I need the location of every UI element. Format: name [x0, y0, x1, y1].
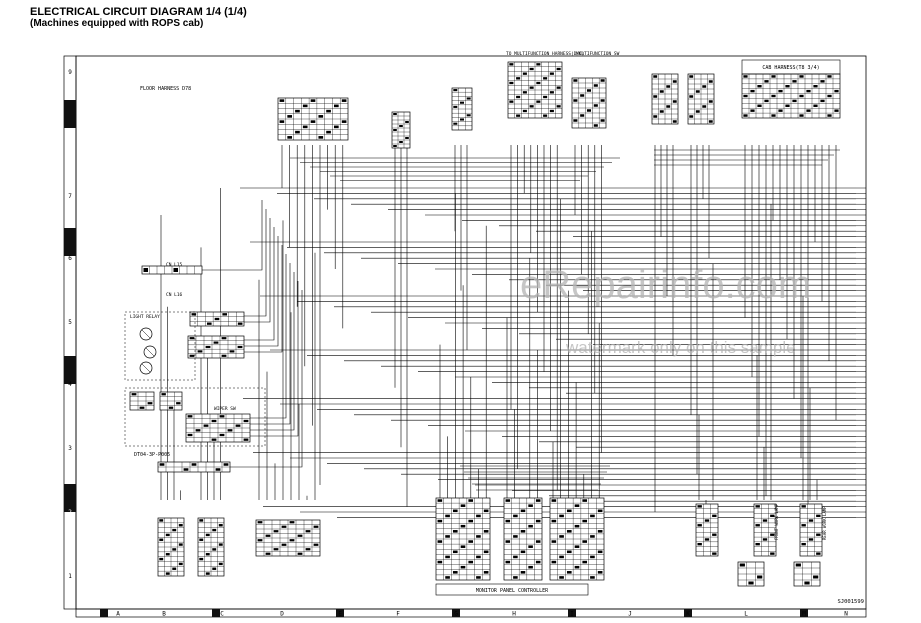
feeder-wire: [250, 272, 295, 431]
col-label-a: A: [116, 611, 120, 618]
connector-wiper-sw: [185, 413, 251, 443]
front-work-lamp-label: FRONT WORK LAMP: [774, 503, 779, 540]
col-label-n: N: [844, 611, 848, 618]
connector-light-switch: [187, 335, 245, 359]
connector-lamp-plug-1: [737, 561, 765, 587]
connector-cn-l15: [141, 265, 203, 275]
to-multifunction-label: TO MULTIFUNCTION HARNESS(D/C): [506, 51, 585, 57]
feeder-wire: [244, 236, 279, 347]
watermark-sub: watermark only on this sample: [565, 338, 796, 357]
connector-lamp-plug-2: [793, 561, 821, 587]
connector-cn-fr: [391, 111, 411, 149]
connector-bottom-1: [157, 517, 185, 577]
col-label-h: H: [512, 611, 516, 618]
connector-bottom-2: [197, 517, 225, 577]
row-label-6: 6: [68, 255, 72, 262]
row-label-2: 2: [68, 509, 72, 516]
col-label-j: J: [628, 611, 632, 618]
col-label-d: D: [280, 611, 284, 618]
row-label-8: 8: [68, 131, 72, 138]
wiring-group: [160, 145, 866, 518]
col-label-e: E: [338, 611, 342, 618]
connector-front-lamp: [753, 503, 777, 557]
connector-multifunction-harness: [507, 61, 563, 119]
connector-group: [124, 61, 841, 587]
feeder-wire: [230, 290, 303, 468]
connector-cab-harness: [741, 73, 841, 119]
multifunction-sw-label: MULTIFUNCTION SW: [576, 51, 620, 57]
row-label-4: 4: [68, 381, 72, 388]
cn-l16-label: CN L16: [166, 292, 183, 298]
col-label-c: C: [220, 611, 224, 618]
col-label-k: K: [686, 611, 690, 618]
diagram-title: ELECTRICAL CIRCUIT DIAGRAM 1/4 (1/4): [30, 6, 247, 18]
connector-bottom-3: [255, 519, 321, 557]
floor-harness-label: FLOOR HARNESS D78: [140, 86, 191, 92]
connector-intermediate-1: [651, 73, 679, 125]
lamp-cross-2: [141, 363, 151, 373]
connector-right-1: [695, 503, 719, 557]
feeder-wire: [244, 227, 275, 341]
col-label-f: F: [396, 611, 400, 618]
diagram-subtitle: (Machines equipped with ROPS cab): [30, 18, 204, 29]
monitor-panel-box: [435, 583, 589, 596]
connector-monitor-3: [549, 497, 605, 581]
connector-rear-lamp: [799, 503, 823, 557]
monitor-panel-label: MONITOR PANEL CONTROLLER: [476, 588, 549, 594]
connector-floor-harness: [277, 97, 349, 141]
watermark-main: eRepairinfo.com: [520, 263, 811, 307]
col-label-i: I: [570, 611, 574, 618]
connector-wiper-relay: [129, 391, 155, 411]
connector-multi-left: [451, 87, 473, 131]
cab-harness-box: [741, 59, 841, 75]
feeder-wire: [250, 263, 291, 425]
connector-monitor-2: [503, 497, 543, 581]
row-label-3: 3: [68, 445, 72, 452]
connector-wiper-relay-2: [159, 391, 183, 411]
document-number: SJ001599: [838, 599, 865, 605]
cab-harness-label: CAB HARNESS(T8 3/4): [762, 65, 819, 71]
col-label-m: M: [802, 611, 806, 618]
feeder-wire: [202, 200, 263, 271]
connector-light-relay: [189, 311, 245, 327]
connector-dt04: [157, 461, 231, 473]
lamp-cross-1: [145, 347, 155, 357]
lamp-symbol-0: [139, 327, 153, 341]
connector-multifunction-sw: [571, 77, 607, 129]
col-label-b: B: [162, 611, 166, 618]
row-label-7: 7: [68, 193, 72, 200]
lamp-symbol-2: [139, 361, 153, 375]
wiper-dashed-frame: [124, 387, 266, 447]
feeder-wire: [244, 245, 283, 353]
lamp-symbol-1: [143, 345, 157, 359]
row-index-band: 9 8 7 6 5 4 3 2 1: [63, 55, 77, 610]
cn-l15-label: CN L15: [166, 262, 183, 268]
dt04-label: DT04-3P-P005: [134, 452, 170, 458]
col-label-g: G: [454, 611, 458, 618]
row-label-5: 5: [68, 319, 72, 326]
light-relay-label: LIGHT RELAY: [130, 314, 160, 320]
feeder-wire: [250, 254, 287, 419]
row-label-9: 9: [68, 69, 72, 76]
wiper-sw-label: WIPER SW: [214, 406, 236, 412]
column-index-band: A B C D E F G H I J K L M N: [75, 608, 867, 618]
feeder-wire: [244, 218, 271, 323]
connector-intermediate-2: [687, 73, 715, 125]
row-label-1: 1: [68, 573, 72, 580]
feeder-wire: [244, 209, 267, 317]
lamp-cross-0: [141, 329, 151, 339]
rear-work-lamp-label: REAR WORK LAMP: [822, 506, 827, 540]
connector-monitor-1: [435, 497, 491, 581]
light-relay-dashed-frame: [124, 311, 196, 381]
col-label-l: L: [744, 611, 748, 618]
feeder-wire: [250, 281, 299, 437]
